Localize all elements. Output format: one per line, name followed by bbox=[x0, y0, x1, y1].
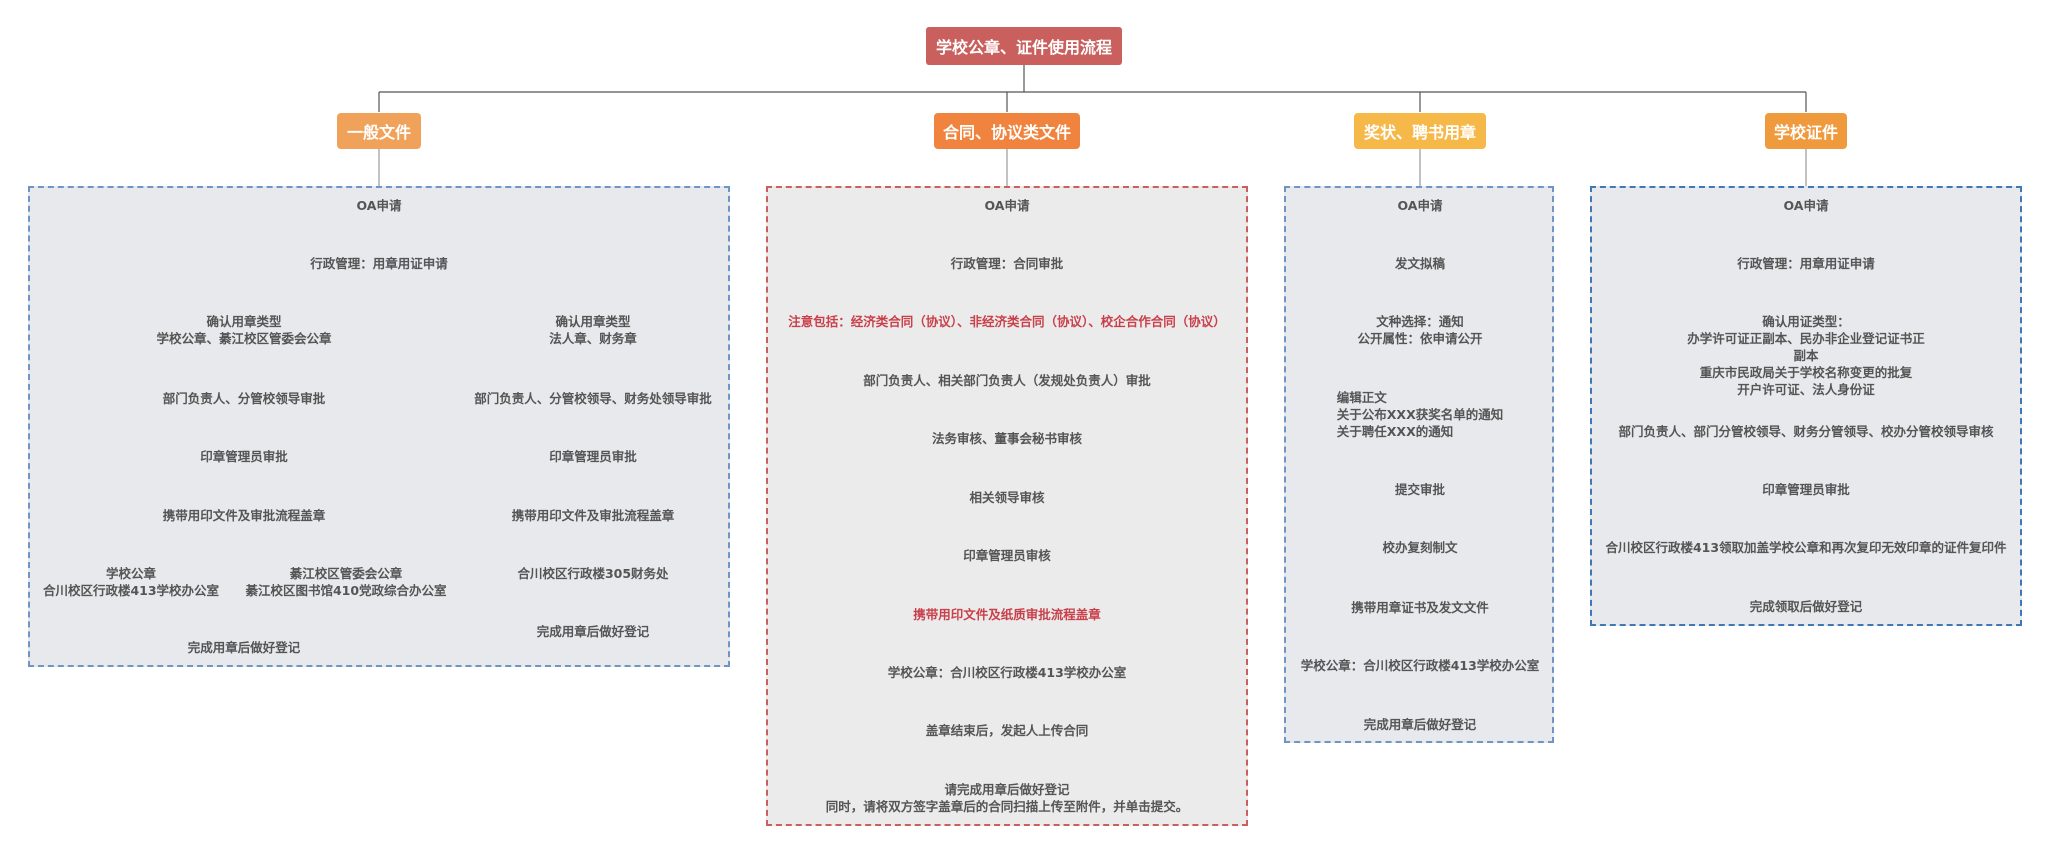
contract-admin: 行政管理：合同审批 bbox=[950, 256, 1064, 271]
award-draft: 发文拟稿 bbox=[1394, 256, 1446, 271]
panel-contract bbox=[766, 186, 1248, 826]
general-school-seal: 学校公章 合川校区行政楼413学校办公室 bbox=[42, 566, 220, 598]
award-submit: 提交审批 bbox=[1394, 482, 1446, 497]
general-qijiang-seal: 綦江校区管委会公章 綦江校区图书馆410党政综合办公室 bbox=[245, 566, 447, 598]
award-select: 文种选择：通知 公开属性：依申请公开 bbox=[1357, 314, 1483, 346]
contract-legal: 法务审核、董事会秘书审核 bbox=[931, 431, 1083, 446]
cert-done: 完成领取后做好登记 bbox=[1749, 599, 1863, 614]
branch-cert-label: 学校证件 bbox=[1773, 123, 1838, 142]
award-seal: 学校公章：合川校区行政楼413学校办公室 bbox=[1300, 658, 1540, 673]
contract-note: 注意包括：经济类合同（协议）、非经济类合同（协议）、校企合作合同（协议） bbox=[788, 314, 1226, 329]
contract-upload: 盖章结束后，发起人上传合同 bbox=[925, 723, 1089, 738]
branch-award: 奖状、聘书用章 bbox=[1354, 113, 1486, 149]
general-right-leader: 部门负责人、分管校领导、财务处领导审批 bbox=[474, 391, 712, 406]
award-oa: OA申请 bbox=[1397, 198, 1443, 213]
contract-dept: 部门负责人、相关部门负责人（发规处负责人）审批 bbox=[863, 373, 1151, 388]
root-title: 学校公章、证件使用流程 bbox=[926, 27, 1122, 65]
contract-manager: 印章管理员审核 bbox=[963, 548, 1051, 563]
general-oa: OA申请 bbox=[356, 198, 402, 213]
cert-pickup: 合川校区行政楼413领取加盖学校公章和再次复印无效印章的证件复印件 bbox=[1605, 540, 2007, 555]
cert-admin: 行政管理：用章用证申请 bbox=[1737, 256, 1875, 271]
general-right-location: 合川校区行政楼305财务处 bbox=[517, 566, 669, 581]
branch-general: 一般文件 bbox=[337, 113, 421, 149]
contract-leader: 相关领导审核 bbox=[969, 490, 1045, 505]
general-left-carry: 携带用印文件及审批流程盖章 bbox=[162, 508, 326, 523]
cert-manager: 印章管理员审批 bbox=[1762, 482, 1850, 497]
general-left-leader: 部门负责人、分管校领导审批 bbox=[162, 391, 326, 406]
cert-leader: 部门负责人、部门分管校领导、财务分管领导、校办分管校领导审核 bbox=[1618, 424, 1994, 439]
award-done: 完成用章后做好登记 bbox=[1363, 717, 1477, 732]
cert-oa: OA申请 bbox=[1783, 198, 1829, 213]
branch-cert: 学校证件 bbox=[1765, 113, 1847, 149]
panel-general bbox=[28, 186, 730, 667]
general-left-manager: 印章管理员审批 bbox=[200, 449, 288, 464]
general-admin: 行政管理：用章用证申请 bbox=[310, 256, 448, 271]
branch-contract-label: 合同、协议类文件 bbox=[942, 123, 1071, 142]
panel-award bbox=[1284, 186, 1554, 743]
general-left-done: 完成用章后做好登记 bbox=[187, 640, 301, 655]
contract-seal: 学校公章：合川校区行政楼413学校办公室 bbox=[887, 665, 1127, 680]
general-right-manager: 印章管理员审批 bbox=[549, 449, 637, 464]
general-right-type: 确认用章类型 法人章、财务章 bbox=[549, 314, 637, 346]
contract-oa: OA申请 bbox=[984, 198, 1030, 213]
general-right-carry: 携带用印文件及审批流程盖章 bbox=[511, 508, 675, 523]
branch-award-label: 奖状、聘书用章 bbox=[1363, 123, 1476, 142]
award-edit: 编辑正文 关于公布XXX获奖名单的通知 关于聘任XXX的通知 bbox=[1336, 390, 1504, 439]
general-right-done: 完成用章后做好登记 bbox=[536, 624, 650, 639]
award-copy: 校办复刻制文 bbox=[1382, 540, 1458, 555]
branch-contract: 合同、协议类文件 bbox=[934, 113, 1080, 149]
general-left-type: 确认用章类型 学校公章、綦江校区管委会公章 bbox=[156, 314, 332, 346]
contract-carry: 携带用印文件及纸质审批流程盖章 bbox=[913, 607, 1101, 622]
branch-general-label: 一般文件 bbox=[346, 123, 411, 142]
award-carry: 携带用章证书及发文文件 bbox=[1351, 600, 1489, 615]
panel-cert bbox=[1590, 186, 2022, 626]
cert-type: 确认用证类型： 办学许可证正副本、民办非企业登记证书正副本 重庆市民政局关于学校… bbox=[1687, 314, 1925, 397]
contract-done: 请完成用章后做好登记 同时，请将双方签字盖章后的合同扫描上传至附件，并单击提交。 bbox=[825, 782, 1189, 814]
